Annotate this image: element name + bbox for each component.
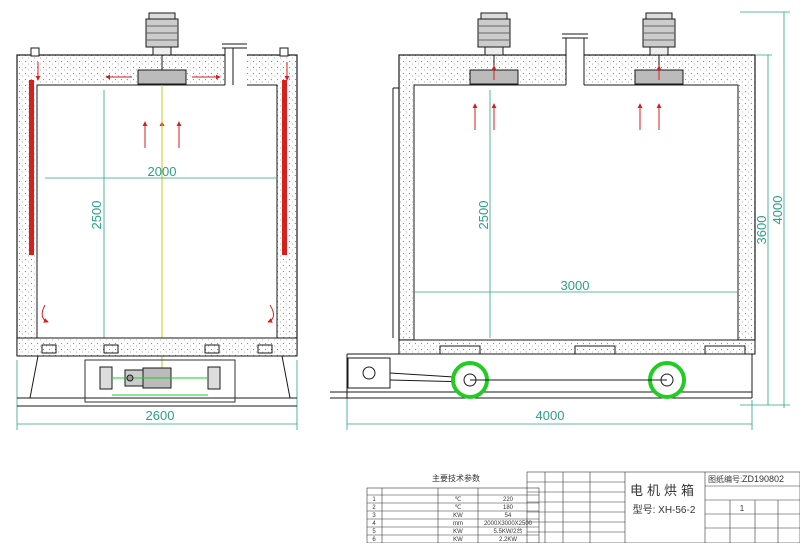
right-base-frame <box>330 345 753 399</box>
spec-cell-value: 2.2KW <box>499 537 517 543</box>
left-base-frame <box>17 344 297 407</box>
left-heater-2 <box>282 80 287 255</box>
spec-cell-value: 2000X3000X2500 <box>484 521 533 527</box>
dim-right-height-a: 3600 <box>754 216 769 245</box>
spec-cell-no: 5 <box>372 529 376 535</box>
spec-cell-no: 2 <box>372 505 376 511</box>
spec-cell-no: 1 <box>372 497 376 503</box>
right-chamber <box>413 84 739 341</box>
spec-cell-unit: KW <box>453 529 463 535</box>
left-drive-cart <box>84 359 236 403</box>
product-name: 电机烘箱 <box>630 483 698 498</box>
dim-left-outer: 2600 <box>146 408 175 423</box>
left-dim-lines <box>16 90 298 430</box>
dim-right-height: 2500 <box>476 201 491 230</box>
sheet-no: 1 <box>740 504 745 513</box>
left-fan-motor <box>137 12 187 85</box>
spec-cell-value: 54 <box>505 513 512 519</box>
left-view: 2000 2500 2600 <box>16 12 298 430</box>
spec-cell-value: 180 <box>503 505 514 511</box>
drawing-no: ZD190802 <box>742 474 784 484</box>
dim-left-width: 2000 <box>148 164 177 179</box>
spec-cell-no: 3 <box>372 513 376 519</box>
spec-cell-unit: KW <box>453 513 463 519</box>
spec-cell-unit: mm <box>453 521 463 527</box>
drawing-no-label: 图纸编号: <box>708 474 742 484</box>
spec-cell-unit: ℃ <box>455 505 462 511</box>
spec-cell-value: 5.5KW/2台 <box>493 527 522 535</box>
dim-right-width: 3000 <box>561 278 590 293</box>
title-block: 电机烘箱 型号: XH-56-2 图纸编号: ZD190802 1 <box>526 471 800 544</box>
spec-cell-no: 4 <box>372 521 376 527</box>
right-view: 2500 3000 4000 3600 4000 <box>330 11 790 430</box>
right-airflow-arrows <box>472 65 662 130</box>
left-chamber <box>36 84 278 339</box>
product-model: 型号: XH-56-2 <box>633 503 696 516</box>
right-cart-wheels <box>451 361 686 399</box>
spec-cell-unit: ℃ <box>455 497 462 503</box>
right-dim-lines <box>346 11 790 430</box>
spec-table-title: 主要技术参数 <box>432 473 480 483</box>
spec-cell-unit: KW <box>453 537 463 543</box>
dim-left-height: 2500 <box>89 201 104 230</box>
left-heater-1 <box>29 80 34 255</box>
spec-cell-value: 220 <box>503 497 514 503</box>
dim-right-height-b: 4000 <box>770 196 785 225</box>
dim-right-outer: 4000 <box>536 408 565 423</box>
spec-cell-no: 6 <box>372 537 376 543</box>
